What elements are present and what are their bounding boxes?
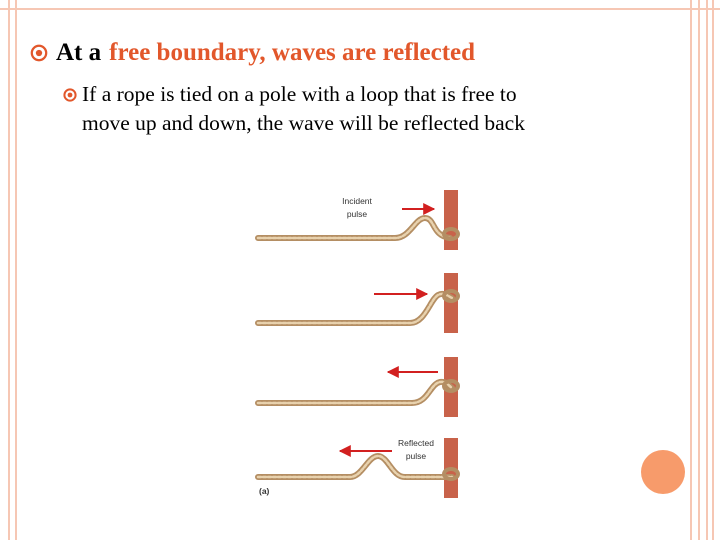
rope-reflection-figure: Incident pulse Reflected pulse (a)	[255, 190, 460, 498]
frame-line-right-4	[712, 0, 714, 540]
incident-label-line-1: Incident	[342, 196, 372, 206]
decorative-circle	[641, 450, 685, 494]
main-bullet-prefix: At a	[56, 39, 102, 66]
main-bullet: At a free boundary, waves are reflected	[30, 36, 475, 70]
frame-line-right-1	[690, 0, 692, 540]
rope-4-texture	[256, 454, 454, 479]
rope-loop-1	[442, 227, 460, 241]
figure-caption: (a)	[259, 486, 270, 496]
reflected-label-line-1: Reflected	[398, 438, 434, 448]
rope-1-texture	[256, 216, 452, 240]
rope-3-texture	[256, 380, 454, 405]
rope-loop-2	[442, 289, 460, 303]
rope-loop-3	[442, 379, 460, 393]
reflected-label-line-2: pulse	[406, 451, 427, 461]
frame-line-right-2	[698, 0, 700, 540]
rope-2	[255, 290, 455, 326]
rope-loop-4	[442, 467, 460, 481]
circle-bullet-icon	[63, 87, 77, 102]
main-bullet-highlight: free boundary, waves are reflected	[109, 39, 476, 66]
rope-2-texture	[256, 292, 454, 325]
frame-line-top	[0, 8, 720, 10]
frame-line-left-outer	[8, 0, 10, 540]
sub-bullet-line-1: If a rope is tied on a pole with a loop …	[82, 82, 517, 106]
circle-bullet-icon	[30, 44, 48, 62]
sub-bullet-line-2: move up and down, the wave will be refle…	[82, 111, 525, 135]
frame-line-left-inner	[15, 0, 17, 540]
incident-label-line-2: pulse	[347, 209, 368, 219]
sub-bullet: If a rope is tied on a pole with a loop …	[62, 80, 652, 138]
frame-line-right-3	[706, 0, 708, 540]
rope-1	[255, 214, 453, 241]
